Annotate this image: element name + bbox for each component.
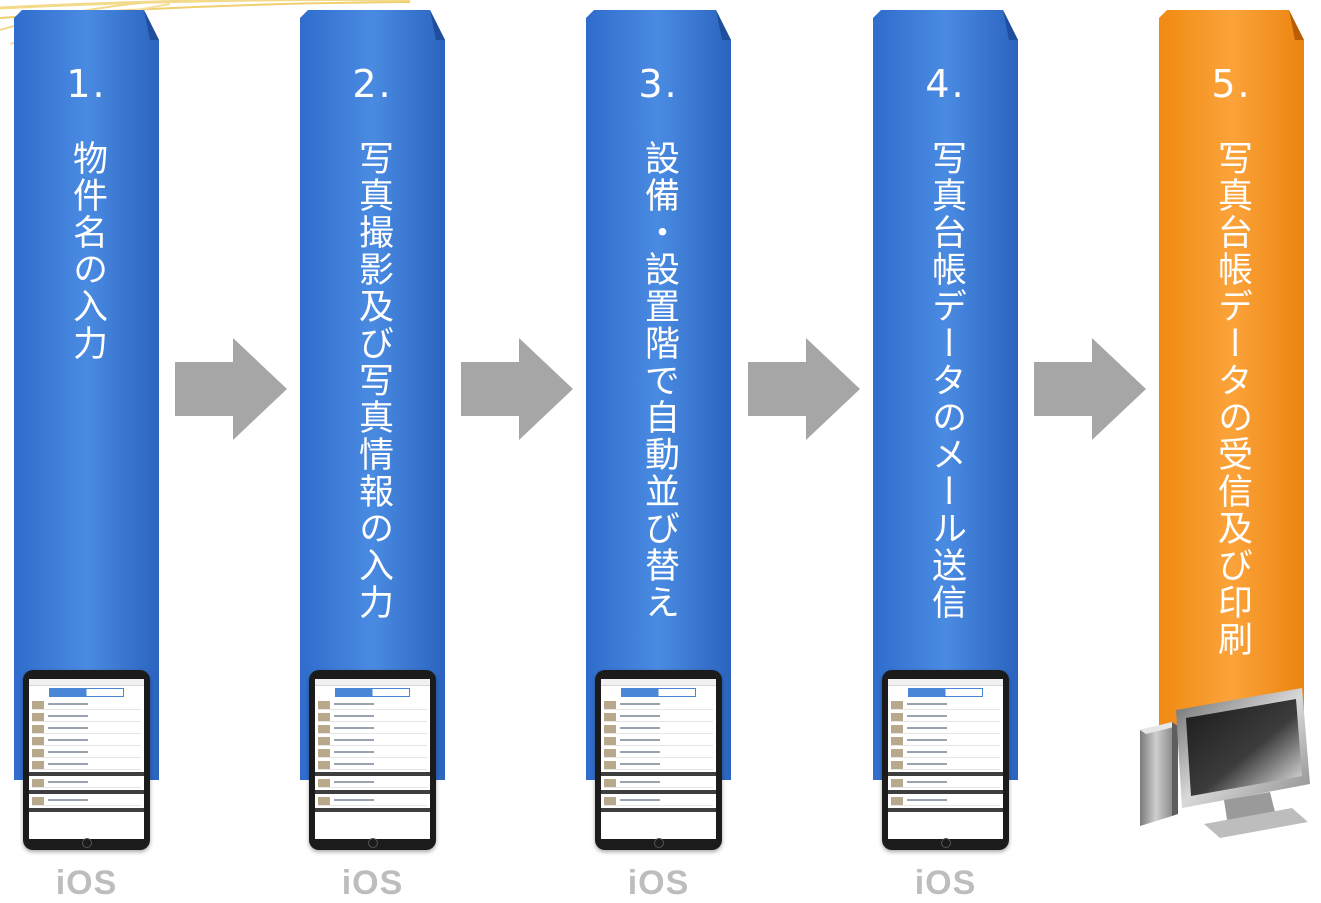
right-arrow-icon — [748, 338, 860, 440]
tablet-icon — [309, 670, 436, 850]
right-arrow-icon — [1034, 338, 1146, 440]
step-2-banner — [300, 10, 445, 780]
step-1: 1. 物件名の入力 — [14, 10, 159, 780]
step-description: 写真台帳データのメール送信 — [926, 140, 966, 621]
right-arrow-icon — [461, 338, 573, 440]
step-4: 4. 写真台帳データのメール送信 — [873, 10, 1018, 780]
os-label: iOS — [55, 864, 118, 902]
step-number: 4. — [925, 62, 966, 106]
step-3: 3. 設備・設置階で自動並び替え — [586, 10, 731, 780]
tablet-icon — [882, 670, 1009, 850]
tablet-icon — [595, 670, 722, 850]
step-2: 2. 写真撮影及び写真情報の入力 — [300, 10, 445, 780]
step-3-banner — [586, 10, 731, 780]
step-5-banner — [1159, 10, 1304, 730]
step-description: 設備・設置階で自動並び替え — [639, 140, 679, 621]
step-number: 2. — [352, 62, 393, 106]
desktop-computer-icon — [1140, 688, 1310, 838]
step-description: 写真撮影及び写真情報の入力 — [353, 140, 393, 621]
step-number: 5. — [1211, 62, 1252, 106]
step-4-banner — [873, 10, 1018, 780]
step-description: 写真台帳データの受信及び印刷 — [1212, 140, 1252, 658]
tablet-icon — [23, 670, 150, 850]
step-1-banner — [14, 10, 159, 780]
os-label: iOS — [627, 864, 690, 902]
os-label: iOS — [914, 864, 977, 902]
step-number: 1. — [66, 62, 107, 106]
step-number: 3. — [638, 62, 679, 106]
right-arrow-icon — [175, 338, 287, 440]
step-description: 物件名の入力 — [67, 140, 107, 362]
step-5: 5. 写真台帳データの受信及び印刷 — [1159, 10, 1304, 730]
os-label: iOS — [341, 864, 404, 902]
